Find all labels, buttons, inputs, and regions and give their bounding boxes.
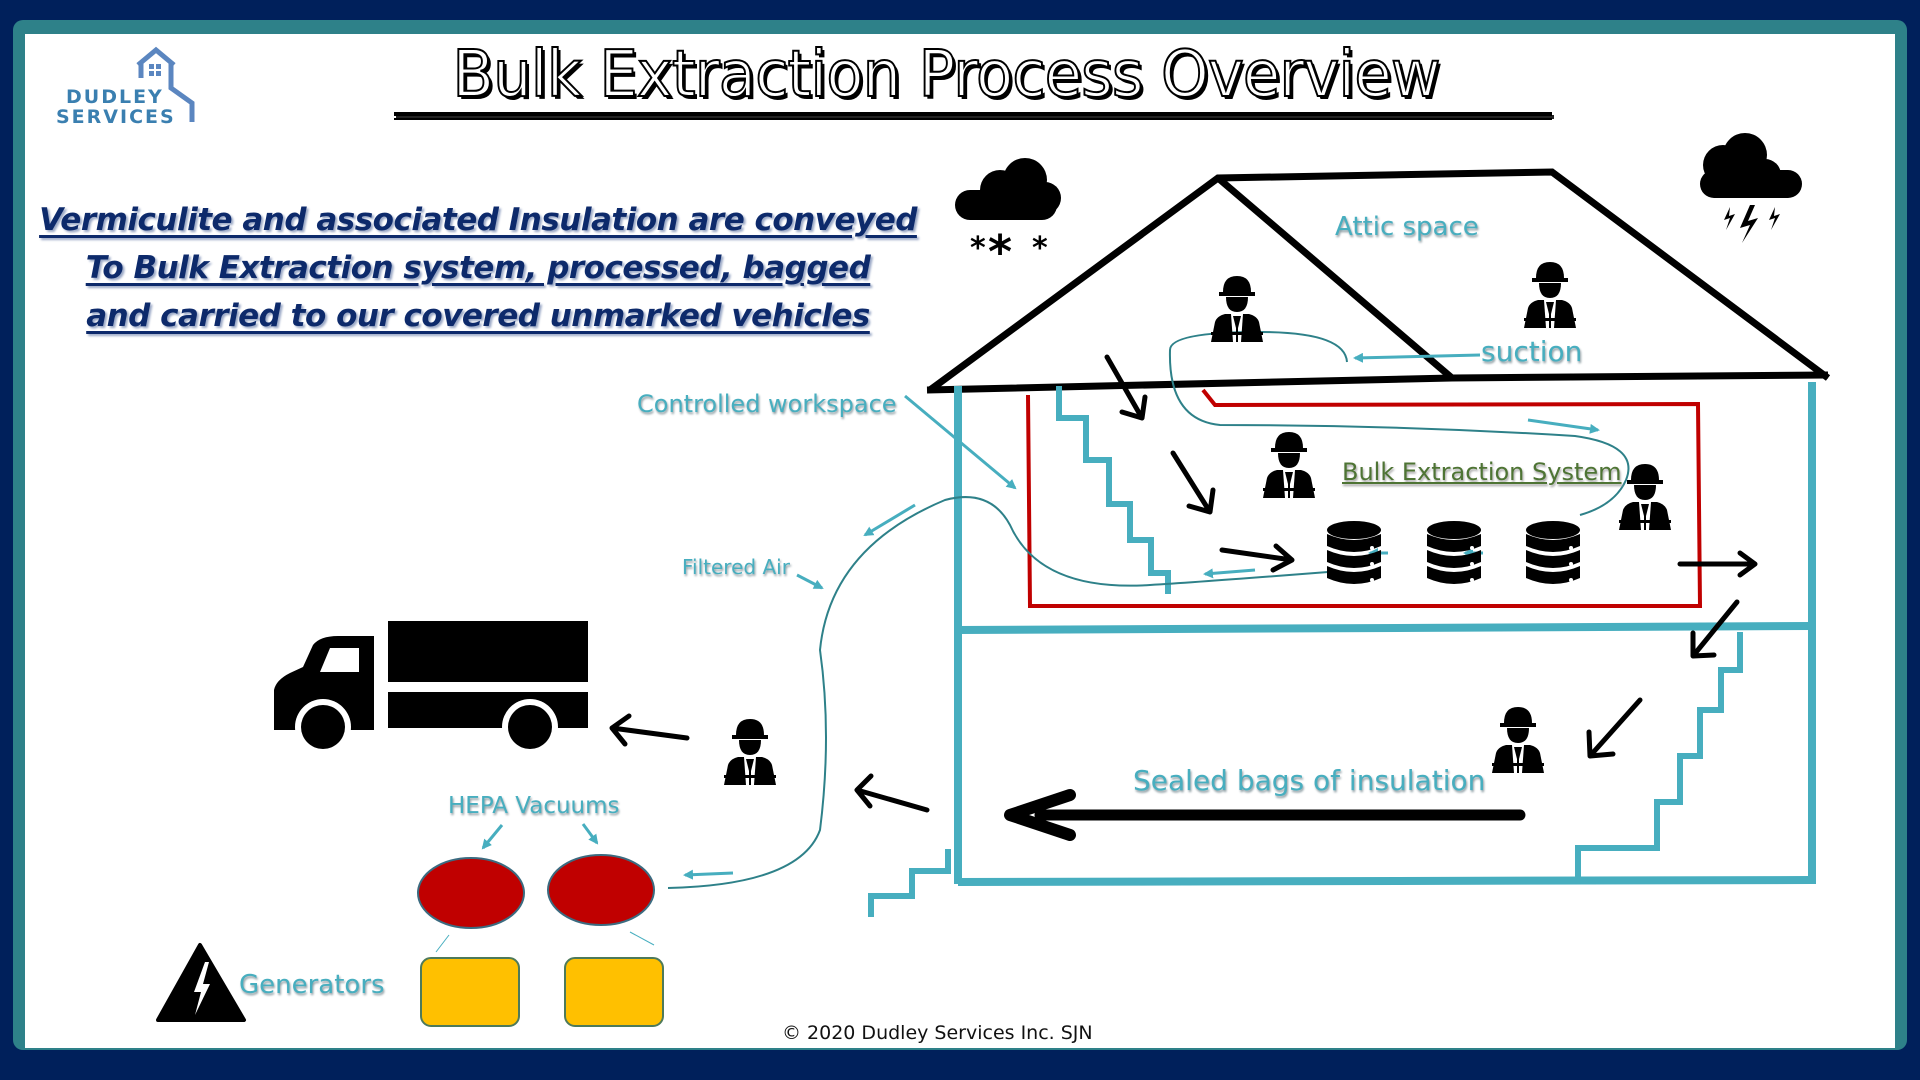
snow-cloud-icon: * * * [955,158,1061,279]
generator-1 [420,957,520,1027]
worker-icon [1492,707,1544,773]
svg-text:*: * [988,225,1012,279]
label-generators: Generators [239,970,385,1000]
air-flow-arrows [481,352,1600,880]
worker-icon [1211,276,1263,342]
exterior-stairs [868,849,951,917]
truck-icon [274,621,588,755]
worker-icon [1263,432,1315,498]
svg-text:*: * [970,231,986,266]
title-underline [394,112,1552,116]
electric-hazard-icon [156,943,246,1022]
hepa-vacuum-1 [417,857,525,929]
generator-2 [564,957,664,1027]
label-hepa-vacuums: HEPA Vacuums [448,793,620,819]
label-controlled-workspace: Controlled workspace [637,390,897,418]
logo-line2: SERVICES [56,106,176,128]
worker-icon [1524,262,1576,328]
label-sealed-bags: Sealed bags of insulation [1133,764,1486,797]
label-attic-space: Attic space [1335,212,1479,242]
page-title: Bulk Extraction Process Overview [451,37,1441,113]
logo-house-icon [136,46,195,122]
copyright-footer: © 2020 Dudley Services Inc. SJN [782,1022,1093,1044]
material-flow-arrows [609,354,1758,813]
generators [420,957,664,1027]
controlled-workspace-boundary [1026,388,1703,608]
intro-line-1: Vermiculite and associated Insulation ar… [39,202,917,238]
bulk-unit-icon [1526,521,1580,584]
upper-stairs [1056,386,1171,594]
worker-icon [724,719,776,785]
title-underline-2 [394,118,1552,120]
label-bulk-extraction-system: Bulk Extraction System [1342,458,1622,486]
intro-line-3: and carried to our covered unmarked vehi… [86,298,870,334]
svg-text:*: * [1032,231,1048,266]
label-filtered-air: Filtered Air [682,555,790,579]
sealed-bags-arrow [1004,789,1526,841]
hepa-vacuums [417,854,655,953]
hepa-vacuum-2 [547,854,655,926]
intro-text: Vermiculite and associated Insulation ar… [38,196,918,340]
worker-icon [1619,464,1671,530]
lower-stairs [1575,632,1743,880]
label-suction: suction [1481,335,1583,368]
house-roof [926,168,1831,394]
logo-line1: DUDLEY [66,86,164,108]
house-walls [954,382,1816,886]
storm-cloud-icon [1700,133,1802,243]
intro-line-2: To Bulk Extraction system, processed, ba… [85,250,871,286]
company-logo: DUDLEY SERVICES [56,48,196,128]
